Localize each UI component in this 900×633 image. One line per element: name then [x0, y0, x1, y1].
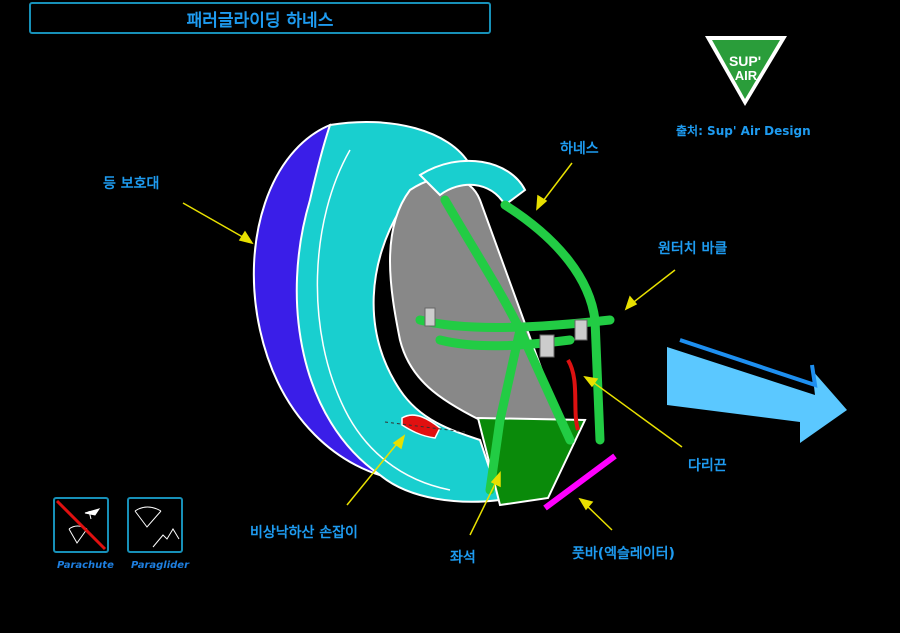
direction-arrow	[667, 347, 847, 443]
shoulder-pad	[418, 159, 527, 207]
logo-text-2: AIR	[735, 68, 758, 83]
paraglider-caption: Paraglider	[131, 560, 190, 571]
logo-text-1: SUP'	[729, 53, 761, 69]
seat-back-grey	[389, 176, 562, 421]
buckle-shape	[539, 334, 555, 358]
foot-bar-shape	[543, 453, 617, 511]
leg-strap-red	[566, 358, 580, 431]
label-leg-strap: 다리끈	[688, 458, 727, 474]
pointer-arrows	[182, 162, 683, 536]
source-credit: 출처: Sup' Air Design	[676, 124, 811, 138]
label-reserve-handle: 비상낙하산 손잡이	[250, 525, 358, 541]
label-foot-bar: 풋바(엑슬레이터)	[572, 546, 675, 562]
shell-inner-line	[316, 149, 451, 491]
parachute-caption: Parachute	[57, 560, 114, 571]
title-box: 패러글라이딩 하네스	[29, 2, 491, 34]
label-seat: 좌석	[450, 550, 476, 566]
label-harness: 하네스	[560, 141, 599, 157]
sup-air-logo: SUP' AIR	[705, 36, 787, 106]
parachute-icon	[53, 497, 109, 553]
label-back-protector: 등 보호대	[103, 176, 160, 192]
paraglider-icon	[127, 497, 183, 553]
label-one-touch-buckle: 원터치 바클	[658, 241, 728, 257]
page-title: 패러글라이딩 하네스	[186, 10, 334, 31]
